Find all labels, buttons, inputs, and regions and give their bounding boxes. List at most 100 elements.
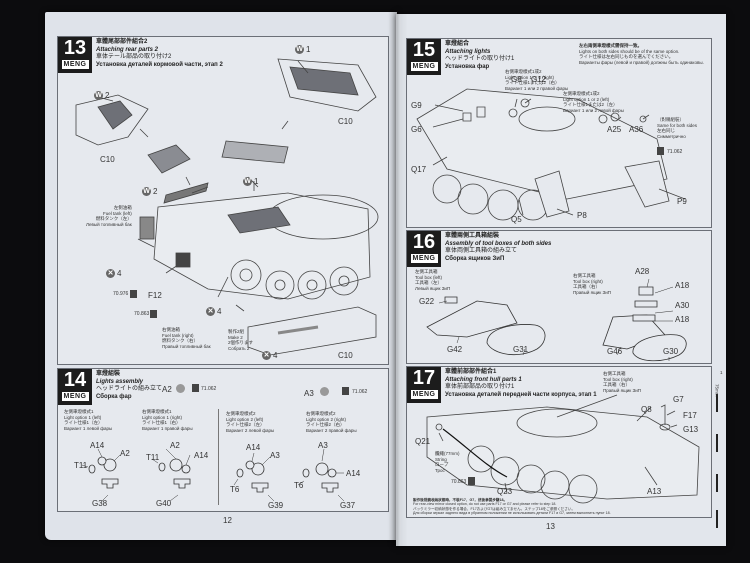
part-label: A2 <box>170 441 180 450</box>
paint-code: 71.062 <box>667 149 683 155</box>
brand-logo: MENG <box>410 390 438 399</box>
brand-logo: MENG <box>410 254 438 263</box>
paint-icon <box>657 147 664 155</box>
step-badge: 16 MENG <box>407 231 441 267</box>
part-label: G8 <box>511 75 522 84</box>
title-ja: ヘッドライトの取り付け1 <box>445 56 515 62</box>
part-label: G9 <box>411 101 422 110</box>
part-label: T6 <box>294 481 304 490</box>
part-label: A36 <box>629 125 644 134</box>
step-13-header: 13 MENG 車體尾部部件組合2 Attaching rear parts 2… <box>58 37 223 73</box>
title-en: Assembly of tool boxes of both sides <box>445 240 552 247</box>
title-zh: 車燈組裝 <box>96 371 121 377</box>
part-label: G13 <box>683 425 699 434</box>
part-label: G12 <box>531 75 547 84</box>
ruler-label: 75mm <box>714 384 720 397</box>
title-ru: Сборка ящиков ЗиП <box>445 255 505 262</box>
paint-code: 70.863 <box>451 479 467 485</box>
title-ru: Установка деталей кормовой части, этап 2 <box>96 61 223 68</box>
ruler-label: 1 <box>720 370 723 375</box>
light-assembly-diagrams <box>81 448 345 502</box>
part-label: 2 <box>153 187 158 196</box>
part-label: T6 <box>230 485 240 494</box>
paint-code: 70.863 <box>134 311 150 317</box>
ruler-mark <box>716 394 718 412</box>
step-13-diagram <box>75 58 379 356</box>
part-label: 4 <box>117 269 122 278</box>
part-label: C10 <box>100 155 115 164</box>
paint-code: 70.976 <box>113 291 129 297</box>
step-16-diagram <box>426 278 687 362</box>
quantity-x4-icon: ✕ <box>206 307 215 316</box>
title-zh: 車體前部部件組合1 <box>445 369 497 375</box>
paint-ref-part: A2 <box>162 385 172 394</box>
part-label: P9 <box>677 197 687 206</box>
part-label: A28 <box>635 267 650 276</box>
part-label: F12 <box>148 291 162 300</box>
title-en: Attaching lights <box>445 48 491 55</box>
step-title: 車燈組合 Attaching lights ヘッドライトの取り付け1 Устан… <box>445 39 514 75</box>
page-number-right: 13 <box>546 522 555 531</box>
step-badge: 14 MENG <box>58 369 92 405</box>
brand-logo: MENG <box>61 60 89 69</box>
brand-logo: MENG <box>61 392 89 401</box>
part-label: G46 <box>607 347 623 356</box>
step-16-panel: 16 MENG 車體兩側工具箱組裝 Assembly of tool boxes… <box>406 230 712 364</box>
title-ru: Сборка фар <box>96 393 132 400</box>
title-ja: ヘッドライトの組み立て <box>96 386 163 392</box>
part-label: G31 <box>513 345 529 354</box>
part-label: Q17 <box>411 165 427 174</box>
part-label: 4 <box>217 307 222 316</box>
left-page: 13 MENG 車體尾部部件組合2 Attaching rear parts 2… <box>45 12 397 540</box>
part-label: A14 <box>194 451 209 460</box>
step-13-panel: 13 MENG 車體尾部部件組合2 Attaching rear parts 2… <box>57 36 389 365</box>
step-15-header: 15 MENG 車燈組合 Attaching lights ヘッドライトの取り付… <box>407 39 514 75</box>
title-ja: 車体テール部品の取り付け2 <box>96 54 172 60</box>
part-label: A14 <box>346 469 361 478</box>
step-17-panel: 17 MENG 車體前部部件組合1 Attaching front hull p… <box>406 366 712 518</box>
title-zh: 車體兩側工具箱組裝 <box>445 233 500 239</box>
adhesive-w1-icon: W <box>243 177 252 186</box>
part-label: G39 <box>268 501 284 510</box>
mirror-note: 製作後視鏡收納狀態時，不裝F17、G7，然後參閱步驟18。For rear-vi… <box>413 498 611 516</box>
step-title: 車體前部部件組合1 Attaching front hull parts 1 車… <box>445 367 597 403</box>
part-label: Q21 <box>415 437 431 446</box>
part-label: C10 <box>338 117 353 126</box>
paint-icon <box>342 387 349 395</box>
part-label: A14 <box>90 441 105 450</box>
paint-icon <box>150 310 157 318</box>
step-badge: 15 MENG <box>407 39 441 75</box>
title-ja: 車体前部部品の取り付け1 <box>445 384 515 390</box>
part-label: G40 <box>156 499 172 508</box>
title-ja: 車体両側工具箱の組み立て <box>445 248 518 254</box>
step-17-diagram <box>426 394 700 504</box>
title-en: Attaching rear parts 2 <box>96 46 159 53</box>
ruler-mark <box>716 474 718 492</box>
brand-logo: MENG <box>410 62 438 71</box>
part-label: 4 <box>273 351 278 360</box>
step-title: 車體尾部部件組合2 Attaching rear parts 2 車体テール部品… <box>96 37 223 73</box>
part-label: Q8 <box>641 405 652 414</box>
headlight-icon <box>176 384 185 393</box>
step-number: 14 <box>63 369 87 391</box>
step-17-header: 17 MENG 車體前部部件組合1 Attaching front hull p… <box>407 367 597 403</box>
part-label: G30 <box>663 347 679 356</box>
part-label: A13 <box>647 487 662 496</box>
paint-icon <box>192 384 199 392</box>
step-title: 車燈組裝 Lights assembly ヘッドライトの組み立て Сборка … <box>96 369 162 405</box>
paint-icon <box>130 290 137 298</box>
divider <box>218 409 219 505</box>
step-number: 15 <box>412 39 436 61</box>
part-label: G7 <box>673 395 684 404</box>
part-label: A2 <box>120 449 130 458</box>
step-16-header: 16 MENG 車體兩側工具箱組裝 Assembly of tool boxes… <box>407 231 551 267</box>
part-label: C10 <box>338 351 353 360</box>
paint-code: 71.062 <box>201 386 217 392</box>
part-label: A3 <box>270 451 280 460</box>
